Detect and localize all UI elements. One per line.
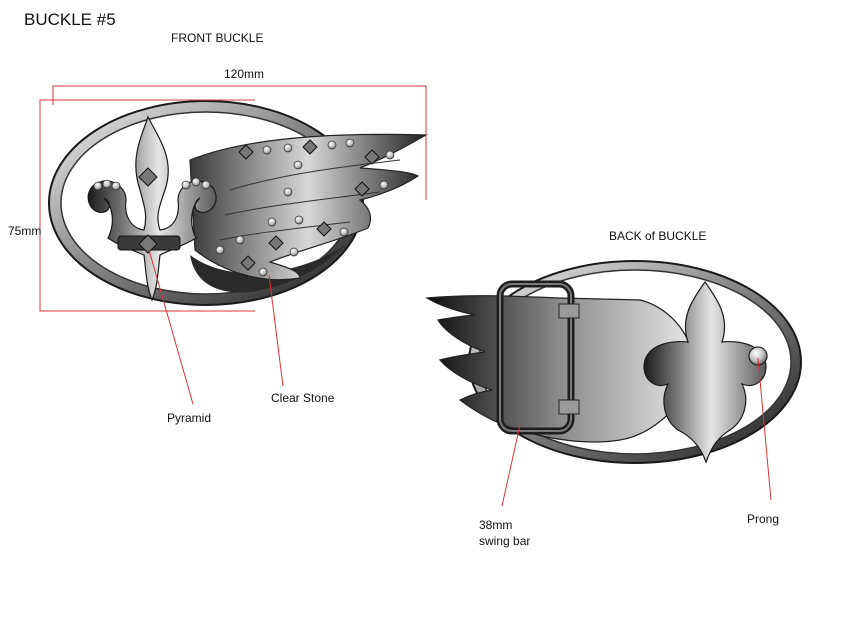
back-buckle bbox=[425, 260, 802, 507]
swing-bar-label: swing bar bbox=[479, 534, 531, 548]
front-fleur-de-lis bbox=[87, 115, 217, 302]
clear-stone bbox=[293, 160, 303, 170]
clear-stone bbox=[258, 267, 268, 277]
pyramid-stud bbox=[316, 221, 332, 237]
front-wing bbox=[189, 133, 429, 281]
front-lower-wing bbox=[190, 245, 345, 293]
back-fleur-de-lis bbox=[643, 280, 767, 464]
clear-stone bbox=[339, 227, 349, 237]
prong bbox=[748, 346, 768, 366]
height-dimension-line bbox=[39, 99, 255, 312]
back-buckle-heading: BACK of BUCKLE bbox=[609, 229, 707, 243]
pyramid-leader-line bbox=[148, 249, 194, 405]
front-wing-feather-line bbox=[224, 191, 381, 216]
pyramid-stud bbox=[302, 139, 318, 155]
clear-stone bbox=[289, 247, 299, 257]
pyramid-stud bbox=[354, 181, 370, 197]
clear-stone bbox=[102, 179, 112, 189]
pyramid-stud bbox=[364, 149, 380, 165]
clear-stones bbox=[93, 138, 395, 277]
front-wing-feather-line bbox=[229, 159, 401, 191]
clear-stone bbox=[201, 180, 211, 190]
swing-bar-frame-highlight bbox=[499, 283, 572, 432]
pyramid-stud bbox=[138, 167, 158, 187]
pyramid-stud bbox=[268, 235, 284, 251]
prong-label: Prong bbox=[747, 512, 780, 526]
width-dimension-label: 120mm bbox=[224, 67, 265, 81]
clear-stone bbox=[235, 235, 245, 245]
clear-stone-label: Clear Stone bbox=[271, 391, 335, 405]
pyramid-stud bbox=[238, 144, 254, 160]
clear-stone bbox=[327, 140, 337, 150]
back-wing bbox=[425, 295, 691, 443]
swing-bar-hinge-bottom bbox=[558, 399, 580, 415]
clear-stone bbox=[283, 187, 293, 197]
clear-stone bbox=[267, 217, 277, 227]
clear-stone bbox=[379, 180, 389, 190]
front-wing-feather-line bbox=[219, 221, 351, 241]
clear-stone bbox=[294, 215, 304, 225]
clear-stone-leader-line bbox=[268, 274, 284, 387]
clear-stone bbox=[385, 150, 395, 160]
clear-stone bbox=[191, 177, 201, 187]
pyramid-label: Pyramid bbox=[167, 411, 212, 425]
width-dimension-line bbox=[52, 85, 427, 200]
pyramid-stud bbox=[240, 255, 256, 271]
clear-stone bbox=[93, 181, 103, 191]
swing-bar-leader-line bbox=[501, 424, 521, 507]
dimension-lines bbox=[39, 85, 427, 312]
height-dimension-label: 75mm bbox=[8, 224, 42, 238]
front-buckle-heading: FRONT BUCKLE bbox=[171, 31, 264, 45]
pyramid-studs bbox=[138, 139, 380, 271]
clear-stone bbox=[111, 181, 121, 191]
page-title: BUCKLE #5 bbox=[24, 10, 116, 29]
swing-bar-size-label: 38mm bbox=[479, 518, 513, 532]
clear-stone bbox=[215, 245, 225, 255]
prong-leader-line bbox=[757, 357, 772, 501]
pyramid-stud bbox=[138, 234, 158, 254]
clear-stone bbox=[262, 145, 272, 155]
front-buckle bbox=[39, 85, 429, 405]
clear-stone bbox=[345, 138, 355, 148]
clear-stone bbox=[283, 143, 293, 153]
clear-stone bbox=[181, 180, 191, 190]
swing-bar-hinge-top bbox=[558, 303, 580, 319]
